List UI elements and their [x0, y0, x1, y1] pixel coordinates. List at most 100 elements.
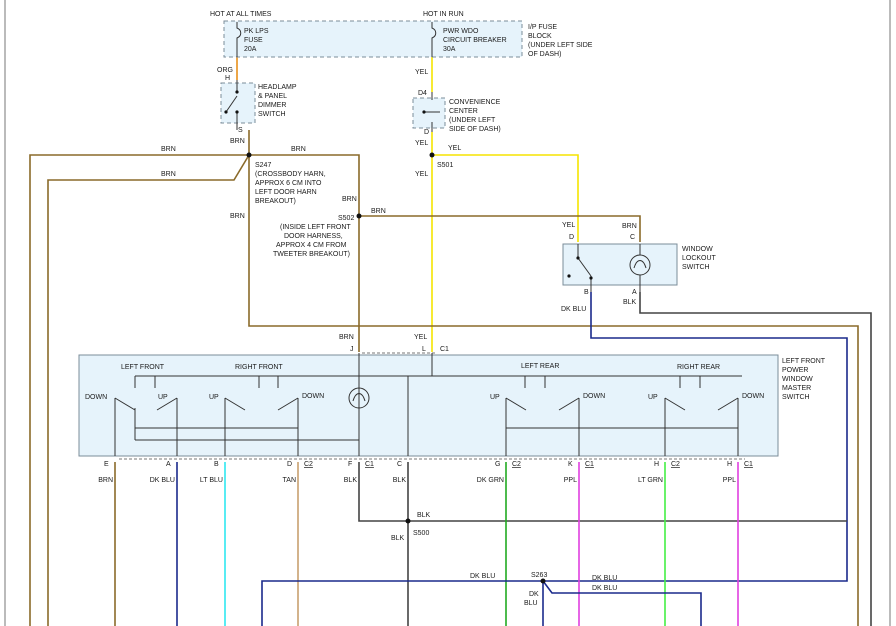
conv-label-1: CONVENIENCE: [449, 99, 501, 106]
s247-line2: (CROSSBODY HARN,: [255, 171, 326, 178]
master-bottom-wire-5: BLK: [393, 477, 407, 484]
master-bottom-pin-5: C: [397, 461, 402, 468]
brn-label-e: BRN: [342, 196, 357, 203]
master-bottom-pin-7: K: [568, 461, 573, 468]
yel-label-c: YEL: [414, 334, 427, 341]
fuse1-line2: FUSE: [244, 37, 263, 44]
section-left-rear: LEFT REAR: [521, 363, 559, 370]
splices: S247 (CROSSBODY HARN, APPROX 6 CM INTO L…: [161, 145, 617, 607]
headlamp-switch-box: [220, 82, 256, 124]
s502-label: S502: [338, 215, 354, 222]
master-bottom-pin-3: D: [287, 461, 292, 468]
org-wire-label: ORG: [217, 67, 233, 74]
master-bottom-pin-1: A: [166, 461, 171, 468]
rr-up-label: UP: [648, 394, 658, 401]
lf-up-label: UP: [158, 394, 168, 401]
master-label-2: POWER: [782, 367, 808, 374]
hot-at-all-times-label: HOT AT ALL TIMES: [210, 11, 272, 18]
master-bottom-wire-3: TAN: [283, 477, 296, 484]
master-conn-c1-top: C1: [440, 346, 449, 353]
convenience-center: YEL D4 D CONVENIENCE CENTER (UNDER LEFT …: [412, 69, 501, 147]
s247-line4: LEFT DOOR HARN: [255, 189, 317, 196]
master-bottom-wire-0: BRN: [98, 477, 113, 484]
rf-down-label: DOWN: [302, 393, 324, 400]
master-bottom-wire-4: BLK: [344, 477, 358, 484]
fuse-block-label-2: BLOCK: [528, 33, 552, 40]
brn-label-b: BRN: [291, 146, 306, 153]
headlamp-pin-s: S: [238, 127, 243, 134]
dkblu-label-c: DK BLU: [592, 585, 617, 592]
brn-label-a: BRN: [161, 146, 176, 153]
master-switch-box: [78, 354, 779, 457]
lockout-pin-c: C: [630, 234, 635, 241]
brn-label-d: BRN: [230, 213, 245, 220]
lockout-switch-box: [562, 243, 678, 286]
headlamp-label-4: SWITCH: [258, 111, 286, 118]
headlamp-pin-h: H: [225, 75, 230, 82]
lockout-pin-d: D: [569, 234, 574, 241]
brn-label-f: BRN: [371, 208, 386, 215]
wire-blk-1: [639, 292, 872, 626]
master-bottom-wire-1: DK BLU: [150, 477, 175, 484]
master-label-5: SWITCH: [782, 394, 810, 401]
yel-wire-label-1: YEL: [415, 69, 428, 76]
fuse-block-label-1: I/P FUSE: [528, 24, 557, 31]
rr-down-label: DOWN: [742, 393, 764, 400]
s502-desc-1: (INSIDE LEFT FRONT: [280, 224, 351, 231]
master-bottom-pin-0: E: [104, 461, 109, 468]
splice-s500-dot: [405, 518, 411, 524]
conv-pin-d: D: [424, 129, 429, 136]
wire-blk-F: [358, 462, 847, 522]
section-right-rear: RIGHT REAR: [677, 364, 720, 371]
master-bottom-wire-8: LT GRN: [638, 477, 663, 484]
fuse2-line2: CIRCUIT BREAKER: [443, 37, 507, 44]
headlamp-label-1: HEADLAMP: [258, 84, 297, 91]
conv-label-3: (UNDER LEFT: [449, 117, 496, 124]
breaker-symbol: [431, 22, 437, 57]
section-right-front: RIGHT FRONT: [235, 364, 283, 371]
wire-dkblu-2: [261, 580, 543, 626]
s247-line3: APPROX 6 CM INTO: [255, 180, 322, 187]
rf-up-label: UP: [209, 394, 219, 401]
headlamp-switch-contact: [225, 80, 238, 130]
fuse1-line3: 20A: [244, 46, 257, 53]
s502-desc-4: TWEETER BREAKOUT): [273, 251, 350, 258]
wire-brn-3: [47, 154, 250, 626]
dk-label: DK: [529, 591, 539, 598]
conv-label-4: SIDE OF DASH): [449, 126, 501, 133]
window-lockout-switch: YEL BRN D C B A DK BLU BLK WINDOW LOCKOU…: [561, 222, 717, 313]
lockout-blk-label: BLK: [623, 299, 637, 306]
brn-label-g: BRN: [339, 334, 354, 341]
master-label-4: MASTER: [782, 385, 811, 392]
s263-label: S263: [531, 572, 547, 579]
section-left-front: LEFT FRONT: [121, 364, 165, 371]
yel-label-b: YEL: [415, 171, 428, 178]
fuse2-line3: 30A: [443, 46, 456, 53]
yel-wire-label-2: YEL: [415, 140, 428, 147]
master-label-1: LEFT FRONT: [782, 358, 826, 365]
conv-center-box: [412, 97, 446, 129]
master-switch: J L C1 LEFT FRONT POWER WINDOW MASTER SW…: [78, 346, 826, 460]
lockout-pin-a: A: [632, 289, 637, 296]
wire-dkblu-1: [543, 292, 848, 582]
master-bottom-pin-8: H: [654, 461, 659, 468]
master-pin-l: L: [422, 346, 426, 353]
splice-s501-dot: [429, 152, 435, 158]
s502-desc-2: DOOR HARNESS,: [284, 233, 343, 240]
wire-brn-4: [249, 154, 360, 352]
fuse1-line1: PK LPS: [244, 28, 269, 35]
conv-pin-d4: D4: [418, 90, 427, 97]
lockout-label-2: LOCKOUT: [682, 255, 717, 262]
dkblu-label-b: DK BLU: [592, 575, 617, 582]
s502-desc-3: APPROX 4 CM FROM: [276, 242, 347, 249]
blk-label-s500a: BLK: [417, 512, 431, 519]
fuse-block-label-3: (UNDER LEFT SIDE: [528, 42, 593, 49]
master-bottom-conn-4: C1: [365, 461, 374, 468]
master-bottom-wire-6: DK GRN: [477, 477, 504, 484]
brn-label-c: BRN: [161, 171, 176, 178]
s501-label: S501: [437, 162, 453, 169]
conv-label-2: CENTER: [449, 108, 478, 115]
conv-center-symbol: [423, 92, 440, 132]
